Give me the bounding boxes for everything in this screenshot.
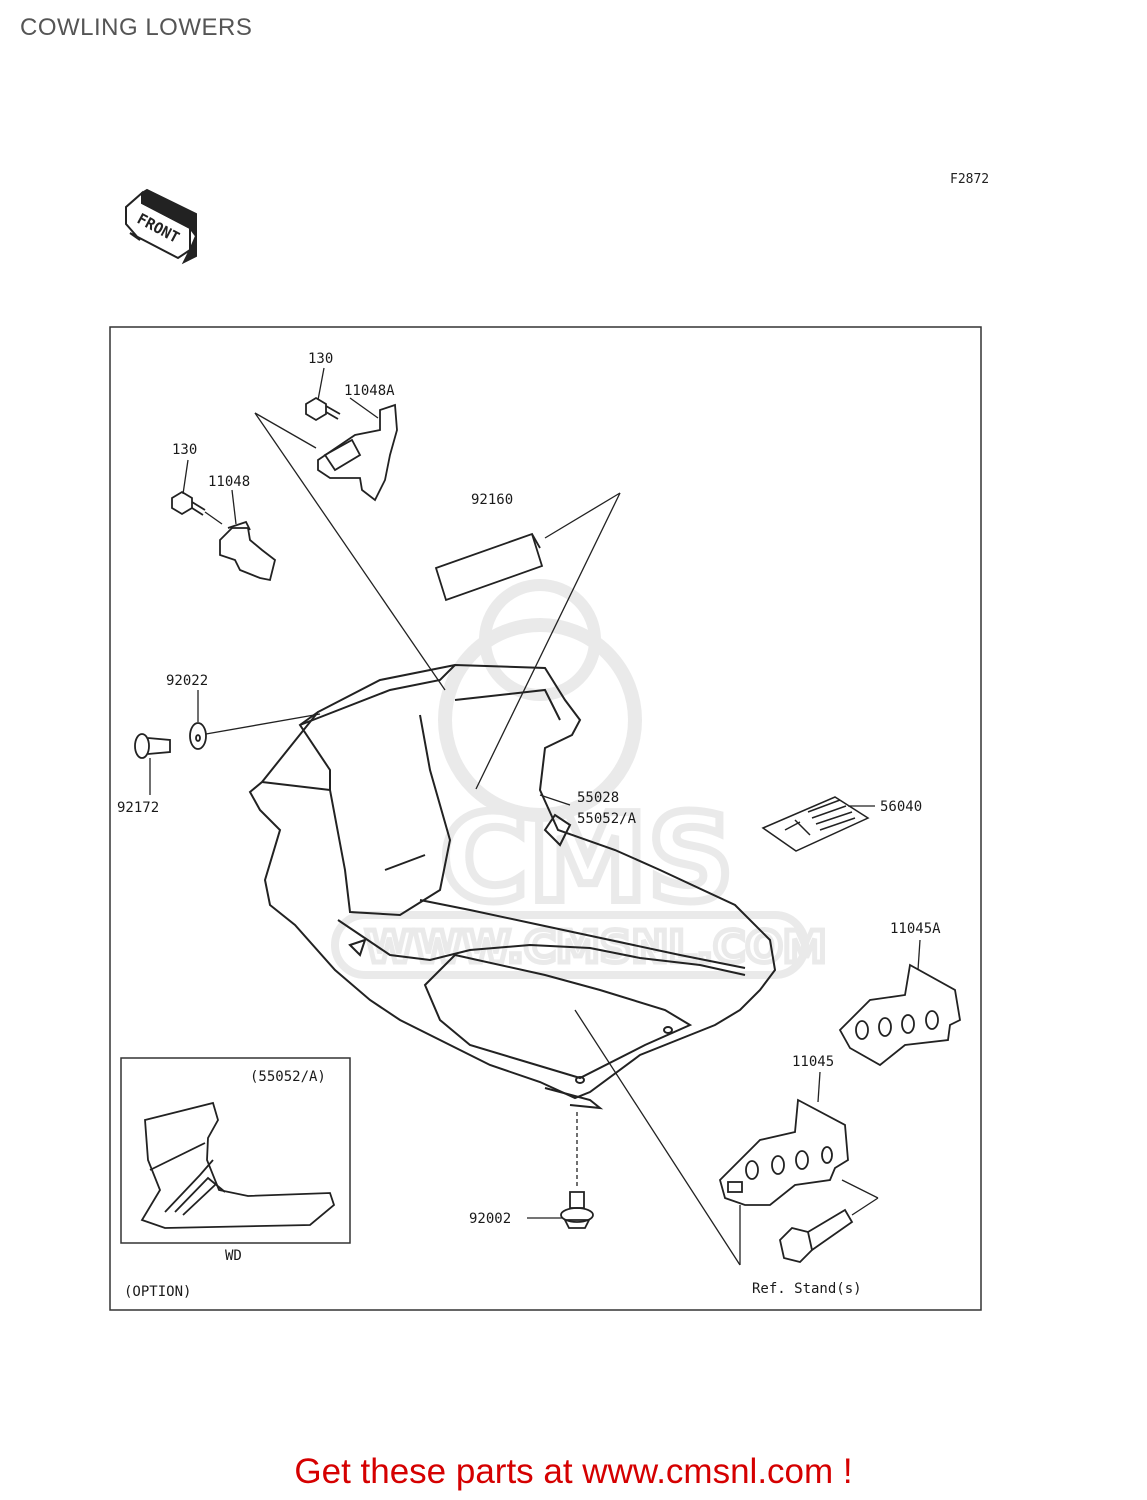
bolt-130-a-drawing xyxy=(305,396,341,422)
part-label-92160: 92160 xyxy=(471,492,513,508)
option-label: (OPTION) xyxy=(124,1284,191,1300)
part-label-11048a: 11048A xyxy=(344,383,395,399)
front-arrow-icon: FRONT xyxy=(125,188,197,265)
sticker-92160-drawing xyxy=(434,532,544,602)
bracket-11048a-drawing xyxy=(317,403,398,502)
part-label-11045: 11045 xyxy=(792,1054,834,1070)
diagram-frame xyxy=(109,326,982,1311)
part-label-55052a: 55052/A xyxy=(577,811,637,827)
part-label-130-a: 130 xyxy=(308,351,333,367)
bolt-130-b-drawing xyxy=(171,490,206,516)
inset-title: (55052/A) xyxy=(250,1069,326,1085)
part-label-55028: 55028 xyxy=(577,790,619,806)
inset-part-drawing xyxy=(140,1101,336,1229)
part-label-11045a: 11045A xyxy=(890,921,941,937)
leader-lines xyxy=(149,367,921,1266)
ref-stand-label: Ref. Stand(s) xyxy=(752,1281,862,1297)
watermark-brand: CMS xyxy=(440,790,734,929)
option-inset-frame xyxy=(120,1057,351,1244)
page-title: COWLING LOWERS xyxy=(20,14,253,41)
part-label-92022: 92022 xyxy=(166,673,208,689)
screw-92002-drawing xyxy=(560,1191,594,1229)
part-label-92172: 92172 xyxy=(117,800,159,816)
stand-bolt-drawing xyxy=(779,1208,854,1263)
part-label-92002: 92002 xyxy=(469,1211,511,1227)
bracket-11045a-drawing xyxy=(838,963,961,1067)
watermark-url: WWW.CMSNL.COM xyxy=(365,922,827,973)
part-label-56040: 56040 xyxy=(880,799,922,815)
bracket-11048-drawing xyxy=(219,520,277,582)
washer-92022-drawing xyxy=(189,722,207,750)
part-label-130-b: 130 xyxy=(172,442,197,458)
bracket-11045-drawing xyxy=(718,1098,849,1206)
part-label-11048: 11048 xyxy=(208,474,250,490)
label-56040-drawing xyxy=(761,796,870,852)
watermark: CMS WWW.CMSNL.COM xyxy=(331,579,829,979)
lower-cowling-drawing xyxy=(248,663,777,1110)
bolt-92172-drawing xyxy=(134,733,171,759)
inset-caption: WD xyxy=(225,1248,242,1264)
buy-parts-link[interactable]: Get these parts at www.cmsnl.com ! xyxy=(294,1452,853,1491)
figure-code: F2872 xyxy=(950,172,990,187)
